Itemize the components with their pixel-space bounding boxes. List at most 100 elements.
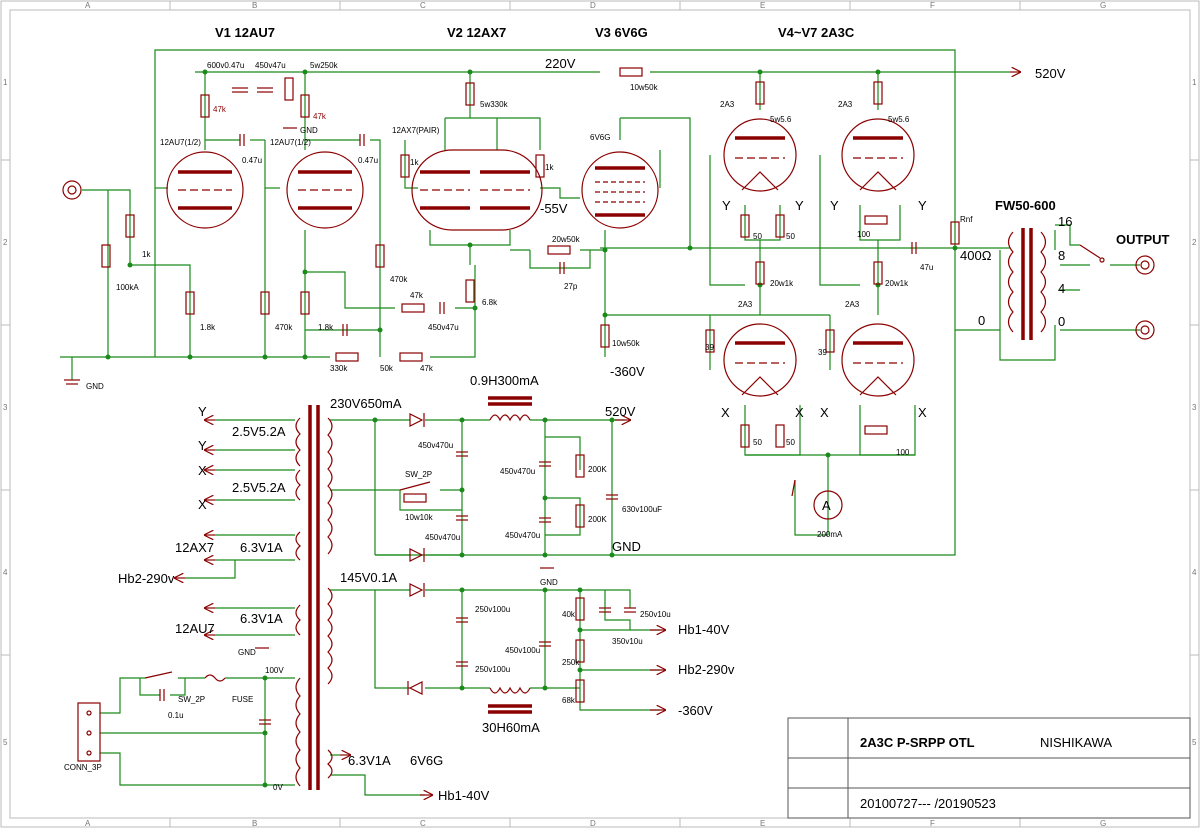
lbl-hb2-out: Hb2-290v <box>118 571 175 586</box>
lbl-12au7: 12AU7 <box>175 621 215 636</box>
grid-row-2: 2 <box>3 238 8 247</box>
lbl-tube-2a3-a: 2A3 <box>720 100 735 109</box>
lbl-r50-b: 50 <box>786 232 795 241</box>
lbl-r250k: 250k <box>562 658 580 667</box>
grid-col-e: E <box>760 1 765 10</box>
output-stage-labels: 2A3 2A3 2A3 2A3 5w5.6 5w5.6 20w1k 20w1k … <box>705 100 1072 539</box>
power-supply-labels: 230V650mA 0.9H300mA 520V Y Y X X 2.5V5.2… <box>64 373 735 803</box>
grid-col-b-bottom: B <box>252 819 257 828</box>
tube-v6-icon <box>723 323 797 397</box>
lbl-v1b: 12AU7(1/2) <box>270 138 311 147</box>
lbl-v1a: 12AU7(1/2) <box>160 138 201 147</box>
lbl-bias-v: 145V0.1A <box>340 570 397 585</box>
lbl-tube-2a3-b: 2A3 <box>838 100 853 109</box>
grid-labels: A B C D E F G A B C D E F G 1 2 3 4 5 1 … <box>3 1 1197 828</box>
lbl-b520: 520V <box>1035 66 1066 81</box>
lbl-y-b: Y <box>795 198 804 213</box>
lbl-r50-a: 50 <box>753 232 762 241</box>
grid-row-3: 3 <box>3 403 8 412</box>
lbl-r10w50k-b: 10w50k <box>630 83 659 92</box>
lbl-r10w10k: 10w10k <box>405 513 434 522</box>
lbl-tap16: 16 <box>1058 214 1072 229</box>
header-v4: V4~V7 2A3C <box>778 25 855 40</box>
lbl-gnd-c: GND <box>540 578 558 587</box>
lbl-r1k-b: 1k <box>545 163 554 172</box>
grid-col-f-bottom: F <box>930 819 935 828</box>
lbl-x1: X <box>198 463 207 478</box>
lbl-fil4: 6.3V1A <box>240 611 283 626</box>
lbl-y-d: Y <box>918 198 927 213</box>
lbl-tube-2a3-d: 2A3 <box>845 300 860 309</box>
lbl-fil1: 2.5V5.2A <box>232 424 286 439</box>
lbl-conn: CONN_3P <box>64 763 102 772</box>
lbl-r39b: 39 <box>818 348 827 357</box>
lbl-v2: 12AX7(PAIR) <box>392 126 440 135</box>
grid-row-1-right: 1 <box>1192 78 1197 87</box>
lbl-gnd-main: GND <box>612 539 641 554</box>
lbl-neg360: -360V <box>610 364 645 379</box>
lbl-x2: X <box>198 497 207 512</box>
diodes <box>407 413 425 695</box>
lbl-tap8: 8 <box>1058 248 1065 263</box>
lbl-v0: 0V <box>273 783 283 792</box>
lbl-c250v10u: 250v10u <box>640 610 671 619</box>
transformers <box>295 228 1047 790</box>
front-end-labels: 600v0.47u 450v47u 5w250k 47k 47k 12AU7(1… <box>86 61 459 391</box>
lbl-fil5: 6.3V1A <box>348 753 391 768</box>
grid-row-4-right: 4 <box>1192 568 1197 577</box>
title-block-title: 2A3C P-SRPP OTL <box>860 735 975 750</box>
lbl-tap4: 4 <box>1058 281 1065 296</box>
header-v3: V3 6V6G <box>595 25 648 40</box>
lbl-c450-470-a: 450v470u <box>418 441 453 450</box>
lbl-choke2: 30H60mA <box>482 720 540 735</box>
lbl-bias2: Hb2-290v <box>678 662 735 677</box>
header-v1: V1 12AU7 <box>215 25 275 40</box>
grid-row-5: 5 <box>3 738 8 747</box>
lbl-r18k-b: 1.8k <box>318 323 334 332</box>
lbl-r40k: 40k <box>562 610 576 619</box>
lbl-y1: Y <box>198 404 207 419</box>
lbl-12ax7: 12AX7 <box>175 540 214 555</box>
lbl-c47u: 47u <box>920 263 933 272</box>
lbl-r18k-a: 1.8k <box>200 323 216 332</box>
lbl-sw2p-a: SW_2P <box>405 470 432 479</box>
ammeter-icon <box>813 490 843 520</box>
tube-v3-icon <box>581 151 659 229</box>
tube-v1b-icon <box>286 151 364 229</box>
grid-col-g: G <box>1100 1 1106 10</box>
lbl-y2: Y <box>198 438 207 453</box>
grid-row-4: 4 <box>3 568 8 577</box>
lbl-c27p: 27p <box>564 282 578 291</box>
grid-col-d: D <box>590 1 596 10</box>
grid-col-c-bottom: C <box>420 819 426 828</box>
resistors <box>101 67 960 703</box>
lbl-r5w250: 5w250k <box>310 61 339 70</box>
lbl-v3: 6V6G <box>590 133 610 142</box>
lbl-r20w1k-a: 20w1k <box>770 279 794 288</box>
grid-col-f: F <box>930 1 935 10</box>
lbl-v100: 100V <box>265 666 284 675</box>
lbl-bias3: -360V <box>678 703 713 718</box>
wiring <box>60 49 1140 796</box>
lbl-r1k-a: 1k <box>410 158 419 167</box>
lbl-c450-470-c: 450v470u <box>500 467 535 476</box>
lbl-tap0a: 0 <box>978 313 985 328</box>
lbl-r20w1k-b: 20w1k <box>885 279 909 288</box>
lbl-rnf: Rnf <box>960 215 973 224</box>
lbl-fuse: FUSE <box>232 695 253 704</box>
lbl-vr50k: 50k <box>380 364 394 373</box>
lbl-b220: 220V <box>545 56 576 71</box>
lbl-r50-d: 50 <box>786 438 795 447</box>
grid-row-3-right: 3 <box>1192 403 1197 412</box>
lbl-c630: 630v100uF <box>622 505 662 514</box>
lbl-gnd-b: GND <box>300 126 318 135</box>
lbl-fil3: 6.3V1A <box>240 540 283 555</box>
grid-col-a: A <box>85 1 91 10</box>
lbl-tap0b: 0 <box>1058 314 1065 329</box>
lbl-c250-100-b: 250v100u <box>475 665 510 674</box>
lbl-c450v47u: 450v47u <box>428 323 459 332</box>
lbl-c047b: 0.47u <box>358 156 378 165</box>
